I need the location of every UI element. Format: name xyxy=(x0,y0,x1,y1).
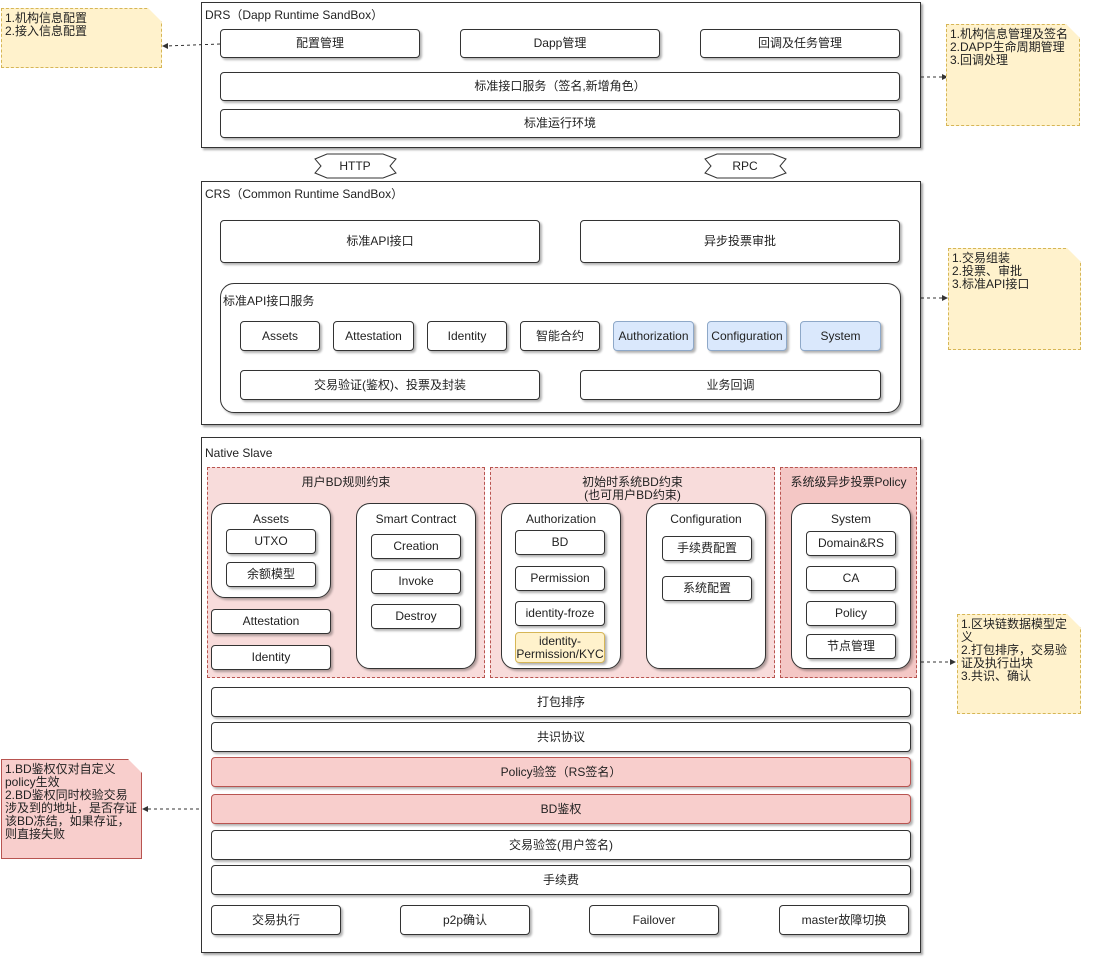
authorization-title: Authorization xyxy=(525,512,597,526)
balance-model-box[interactable]: 余额模型 xyxy=(226,562,316,587)
crs-biz-callback-box[interactable]: 业务回调 xyxy=(580,370,881,400)
crs-configuration-box[interactable]: Configuration xyxy=(707,321,787,351)
system-policy-title: 系统级异步投票Policy xyxy=(790,475,907,489)
crs-tx-verify-box[interactable]: 交易验证(鉴权)、投票及封装 xyxy=(240,370,540,400)
tx-exec-box[interactable]: 交易执行 xyxy=(211,905,341,935)
dapp-mgmt-box[interactable]: Dapp管理 xyxy=(460,29,660,58)
std-runtime-env-box[interactable]: 标准运行环境 xyxy=(220,109,900,138)
native-slave-title: Native Slave xyxy=(205,446,273,460)
crs-right-note: 1.交易组装 2.投票、审批 3.标准API接口 xyxy=(948,248,1081,350)
ca-box[interactable]: CA xyxy=(806,566,896,591)
failover-box[interactable]: Failover xyxy=(589,905,719,935)
arrowhead-bd-left xyxy=(142,806,148,812)
native-identity-box[interactable]: Identity xyxy=(211,645,331,670)
arrowhead-native-right xyxy=(950,659,956,665)
std-interface-service-box[interactable]: 标准接口服务（签名,新增角色） xyxy=(220,72,900,101)
tx-verify-layer[interactable]: 交易验签(用户签名) xyxy=(211,830,911,860)
drs-title: DRS（Dapp Runtime SandBox） xyxy=(205,8,384,22)
init-bd-title: 初始时系统BD约束 xyxy=(582,475,683,489)
std-api-box[interactable]: 标准API接口 xyxy=(220,220,540,263)
crs-title: CRS（Common Runtime SandBox） xyxy=(205,187,404,201)
smart-contract-title: Smart Contract xyxy=(375,512,457,526)
arrowhead-drs-left xyxy=(162,43,168,49)
destroy-box[interactable]: Destroy xyxy=(371,604,461,629)
std-api-service-title: 标准API接口服务 xyxy=(223,294,315,308)
async-vote-approve-box[interactable]: 异步投票审批 xyxy=(580,220,900,263)
packing-sort-layer[interactable]: 打包排序 xyxy=(211,687,911,717)
native-right-note: 1.区块链数据模型定义 2.打包排序，交易验证及执行出块 3.共识、确认 xyxy=(957,614,1081,714)
policy-verify-layer[interactable]: Policy验签（RS签名） xyxy=(211,757,911,787)
bd-auth-layer[interactable]: BD鉴权 xyxy=(211,794,911,824)
drs-right-note: 1.机构信息管理及签名 2.DAPP生命周期管理 3.回调处理 xyxy=(946,24,1080,126)
node-mgmt-box[interactable]: 节点管理 xyxy=(806,634,896,659)
crs-system-box[interactable]: System xyxy=(800,321,881,351)
consensus-layer[interactable]: 共识协议 xyxy=(211,722,911,752)
permission-box[interactable]: Permission xyxy=(515,566,605,591)
system-config-box[interactable]: 系统配置 xyxy=(662,576,752,601)
system-title: System xyxy=(830,512,871,526)
callback-task-mgmt-box[interactable]: 回调及任务管理 xyxy=(700,29,900,58)
crs-attestation-box[interactable]: Attestation xyxy=(333,321,414,351)
master-switch-box[interactable]: master故障切换 xyxy=(779,905,909,935)
domain-rs-box[interactable]: Domain&RS xyxy=(806,531,896,556)
native-attestation-box[interactable]: Attestation xyxy=(211,609,331,634)
crs-identity-box[interactable]: Identity xyxy=(427,321,507,351)
creation-box[interactable]: Creation xyxy=(371,534,461,559)
utxo-box[interactable]: UTXO xyxy=(226,529,316,554)
crs-authorization-box[interactable]: Authorization xyxy=(613,321,694,351)
fee-layer[interactable]: 手续费 xyxy=(211,865,911,895)
drs-left-note: 1.机构信息配置 2.接入信息配置 xyxy=(1,8,162,68)
identity-permission-kyc-box[interactable]: identity-Permission/KYC xyxy=(515,632,605,663)
http-label: HTTP xyxy=(339,159,371,173)
policy-box[interactable]: Policy xyxy=(806,601,896,626)
bd-left-note: 1.BD鉴权仅对自定义policy生效 2.BD鉴权同时校验交易涉及到的地址，是… xyxy=(1,759,142,859)
configuration-title: Configuration xyxy=(670,512,742,526)
rpc-label: RPC xyxy=(732,159,758,173)
assets-group-title: Assets xyxy=(252,512,289,526)
fee-config-box[interactable]: 手续费配置 xyxy=(662,536,752,561)
user-bd-title: 用户BD规则约束 xyxy=(301,475,391,489)
p2p-confirm-box[interactable]: p2p确认 xyxy=(400,905,530,935)
crs-assets-box[interactable]: Assets xyxy=(240,321,320,351)
identity-froze-box[interactable]: identity-froze xyxy=(515,601,605,626)
rpc-double-arrow xyxy=(704,153,787,179)
invoke-box[interactable]: Invoke xyxy=(371,569,461,594)
init-bd-subtitle: (也可用户BD约束) xyxy=(584,488,681,502)
crs-smart-contract-box[interactable]: 智能合约 xyxy=(520,321,600,351)
arrowhead-crs-right xyxy=(942,295,948,301)
arrowhead-drs-right xyxy=(942,74,948,80)
http-double-arrow xyxy=(314,153,397,179)
config-mgmt-box[interactable]: 配置管理 xyxy=(220,29,420,58)
bd-box[interactable]: BD xyxy=(515,530,605,555)
